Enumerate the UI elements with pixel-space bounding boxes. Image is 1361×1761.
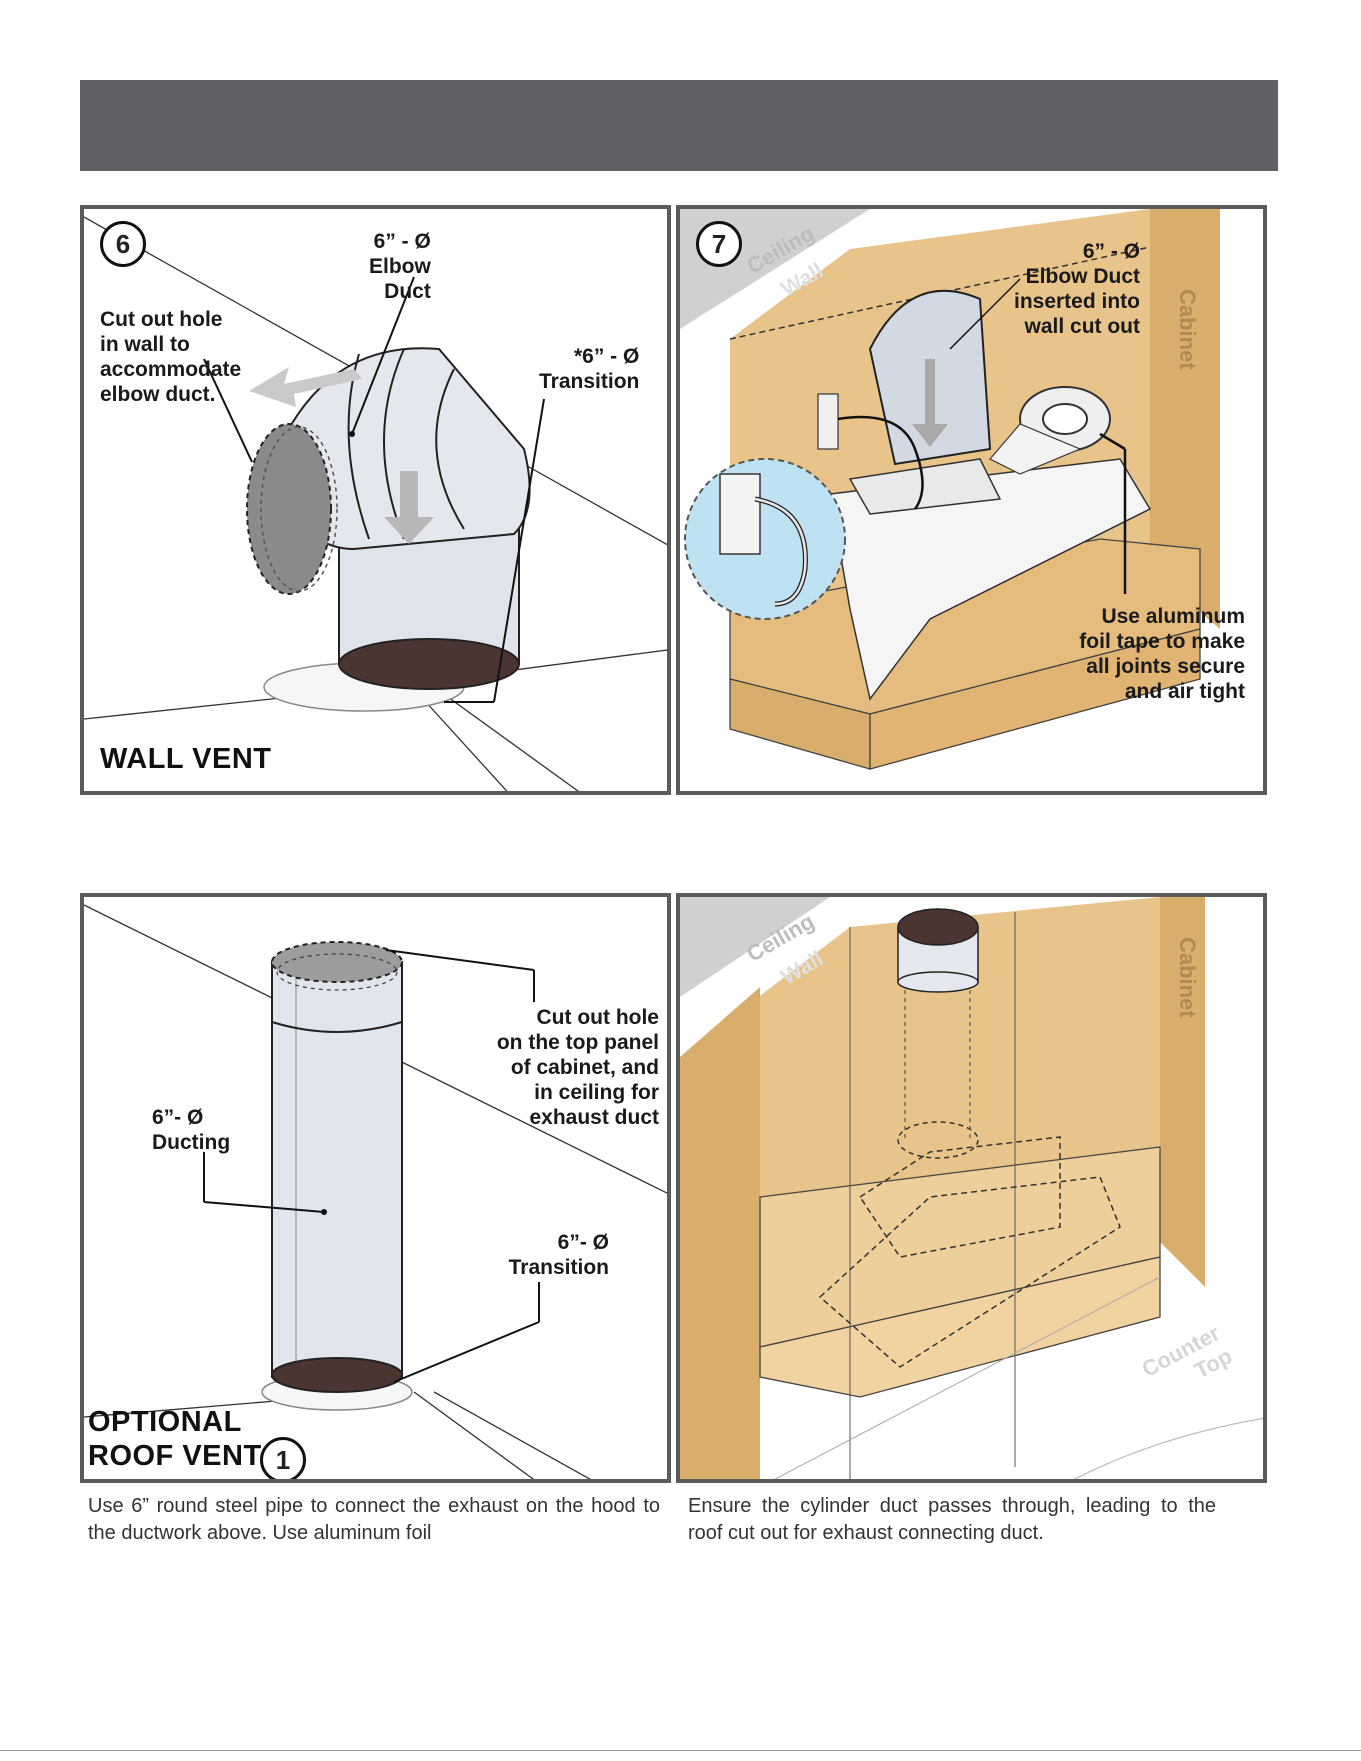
cabinet-label: Cabinet (1175, 289, 1200, 370)
elbow-duct-label: 6” - Ø Elbow Duct (369, 230, 431, 303)
wall-vent-illustration (84, 216, 667, 791)
panel-step-7: 7 Ceiling Wall Cabinet 6” - Ø Elbow Duct… (676, 205, 1267, 795)
roof-vent-caption: Use 6” round steel pipe to connect the e… (88, 1495, 660, 1544)
aluminum-foil-tape-label: Use aluminum foil tape to make all joint… (1079, 605, 1245, 703)
header-bar (80, 80, 1278, 171)
step-badge: 6 (100, 221, 146, 267)
roof-vent-title: ROOF VENT (88, 1440, 262, 1472)
transition-label: *6” - Ø Transition (539, 345, 640, 393)
cut-out-hole-label: Cut out hole in wall to accommodate elbo… (100, 308, 242, 406)
step-badge: 7 (696, 221, 742, 267)
panel-roof-vent-detail: Ceiling Wall Cabinet Counter Top (676, 893, 1267, 1483)
ducting-label: 6”- Ø Ducting (152, 1106, 231, 1154)
panel-roof-vent: Cut out hole on the top panel of cabinet… (80, 893, 671, 1483)
roof-vent-illustration (84, 904, 667, 1479)
optional-title: OPTIONAL (88, 1406, 242, 1438)
panel-wall-vent: 6 6” - Ø Elbow Duct Cut out hole in wall… (80, 205, 671, 795)
roof-vent-detail-illustration (680, 897, 1263, 1479)
wall-vent-title: WALL VENT (100, 743, 272, 775)
cabinet-label: Cabinet (1175, 937, 1200, 1018)
step-7-illustration (680, 209, 1263, 791)
page-bottom-line (0, 1750, 1361, 1751)
transition-label: 6”- Ø Transition (508, 1231, 609, 1279)
roof-vent-detail-caption: Ensure the cylinder duct passes through,… (688, 1495, 1216, 1544)
step-badge: 1 (260, 1437, 306, 1479)
cut-out-hole-top-panel-label: Cut out hole on the top panel of cabinet… (496, 1006, 659, 1129)
elbow-duct-inserted-label: 6” - Ø Elbow Duct inserted into wall cut… (1013, 240, 1140, 338)
